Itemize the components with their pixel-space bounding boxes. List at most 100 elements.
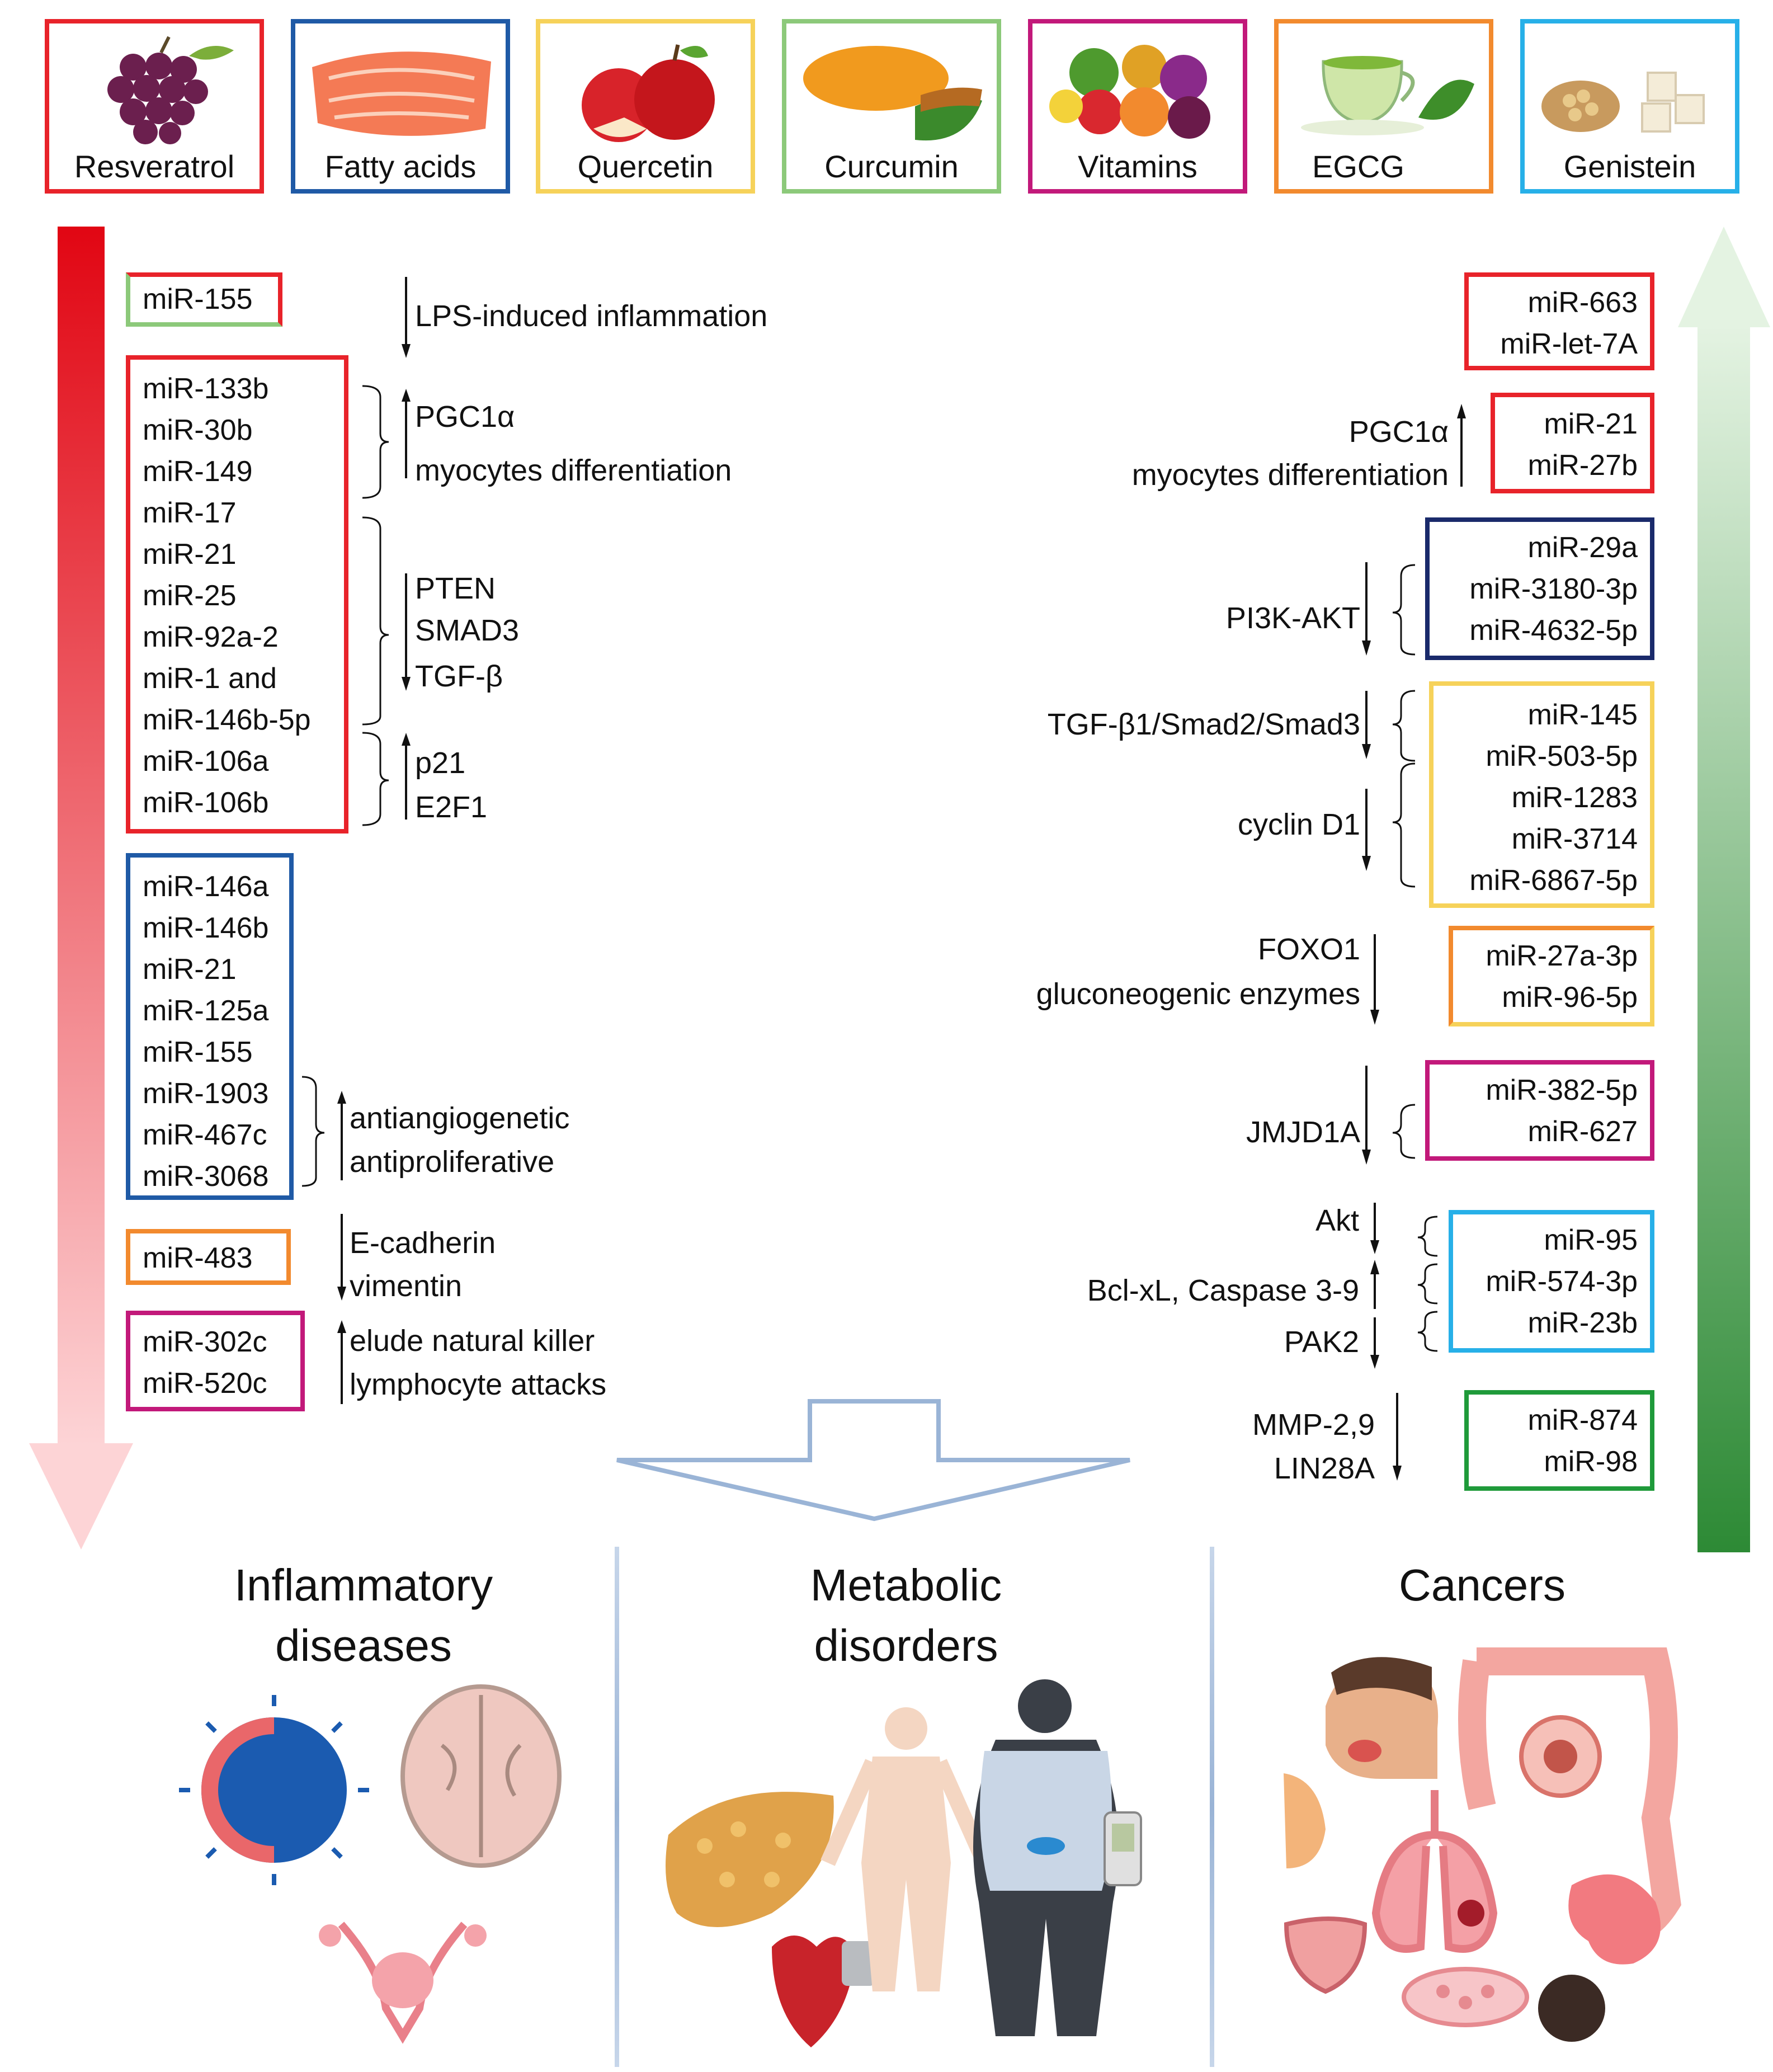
food-label: Genistein <box>1563 149 1696 184</box>
mirna-label: miR-302c <box>143 1326 267 1358</box>
mirna-label: miR-3180-3p <box>1469 573 1638 605</box>
mirna-label: miR-382-5p <box>1486 1074 1638 1106</box>
green-tea-icon <box>1301 56 1474 135</box>
food-box-resveratrol: Resveratrol <box>45 19 264 194</box>
mirna-box-fatty-acids: miR-146a miR-146b miR-21 miR-125a miR-15… <box>126 853 294 1200</box>
mirna-label: miR-627 <box>1527 1115 1638 1148</box>
effect-label: antiproliferative <box>350 1145 555 1179</box>
mirna-label: miR-155 <box>143 283 253 315</box>
mirna-label: miR-21 <box>143 953 237 986</box>
mirna-label: miR-146a <box>143 870 269 903</box>
effect-label: PGC1α <box>1348 415 1449 449</box>
effect-label: p21 <box>415 746 466 780</box>
mirna-box-resveratrol-up-1: miR-663 miR-let-7A <box>1464 272 1654 370</box>
mirna-label: miR-6867-5p <box>1469 864 1638 897</box>
effect-label: myocytes differentiation <box>1131 458 1449 492</box>
mirna-box-fatty-acids-up: miR-29a miR-3180-3p miR-4632-5p <box>1425 517 1654 660</box>
mirna-label: miR-27a-3p <box>1486 940 1638 972</box>
mirna-label: miR-let-7A <box>1500 328 1638 360</box>
disease-title-cancers: Cancers <box>1258 1555 1706 1616</box>
mirna-label: miR-3068 <box>143 1160 269 1193</box>
vegetables-icon <box>1049 45 1210 139</box>
mirna-label: miR-30b <box>143 414 253 446</box>
disease-title-metabolic: Metabolic disorders <box>682 1555 1130 1676</box>
mirna-label: miR-29a <box>1527 531 1638 564</box>
mirna-label: miR-467c <box>143 1119 267 1151</box>
separator <box>1210 1547 1214 2067</box>
grapes-icon <box>107 36 234 144</box>
disease-title-line: Metabolic <box>810 1560 1002 1610</box>
upregulation-arrow <box>1678 227 1770 1552</box>
effect-label: E-cadherin <box>350 1226 496 1260</box>
disease-title-line: Cancers <box>1399 1560 1565 1610</box>
food-label: Curcumin <box>824 149 959 184</box>
metabolic-illustrations <box>666 1679 1142 2047</box>
downregulation-arrow <box>29 227 133 1550</box>
effect-label: elude natural killer <box>350 1324 595 1358</box>
converging-arrow <box>616 1399 1130 1522</box>
effect-label: PGC1α <box>415 400 515 434</box>
mirna-label: miR-106a <box>143 745 269 778</box>
inflammatory-illustrations <box>179 1684 562 2044</box>
mirna-label: miR-520c <box>143 1367 267 1400</box>
mirna-label: miR-25 <box>143 580 237 612</box>
mirna-label: miR-106b <box>143 787 269 819</box>
mirna-label: miR-1283 <box>1511 781 1638 814</box>
turmeric-icon <box>803 46 982 141</box>
mirna-label: miR-146b <box>143 912 269 944</box>
effect-label: myocytes differentiation <box>415 454 732 487</box>
separator <box>615 1547 619 2067</box>
apple-icon <box>582 44 715 142</box>
food-box-vitamins: Vitamins <box>1028 19 1247 194</box>
food-label: Fatty acids <box>324 149 477 184</box>
effect-label: Bcl-xL, Caspase 3-9 <box>1087 1274 1359 1307</box>
disease-title-line: disorders <box>814 1621 998 1670</box>
effect-label: antiangiogenetic <box>350 1101 570 1135</box>
food-box-quercetin: Quercetin <box>536 19 755 194</box>
mirna-box-egcg-up: miR-27a-3p miR-96-5p <box>1449 926 1654 1026</box>
mirna-label: miR-145 <box>1527 699 1638 731</box>
mirna-label: miR-95 <box>1544 1224 1638 1256</box>
mirna-label: miR-23b <box>1527 1307 1638 1339</box>
food-label: EGCG <box>1312 149 1404 184</box>
mirna-label: miR-98 <box>1544 1445 1638 1478</box>
effect-label: PAK2 <box>1284 1325 1359 1359</box>
effect-label: lymphocyte attacks <box>350 1368 607 1401</box>
mirna-box-vitamins: miR-302c miR-520c <box>126 1311 305 1411</box>
effect-label: LIN28A <box>1274 1452 1375 1485</box>
mirna-label: miR-17 <box>143 497 237 529</box>
food-label: Vitamins <box>1078 149 1197 184</box>
effect-label: cyclin D1 <box>1237 808 1360 841</box>
effect-label: MMP-2,9 <box>1252 1408 1375 1442</box>
mirna-label: miR-3714 <box>1511 823 1638 855</box>
mirna-label: miR-874 <box>1527 1404 1638 1437</box>
effect-label: SMAD3 <box>415 614 520 647</box>
mirna-label: miR-483 <box>143 1242 253 1274</box>
mirna-box-vitamins-up: miR-382-5p miR-627 <box>1425 1060 1654 1161</box>
mirna-label: miR-133b <box>143 373 269 405</box>
mirna-box-resveratrol-2: miR-133b miR-30b miR-149 miR-17 miR-21 m… <box>126 355 348 833</box>
disease-title-inflammatory: Inflammatory diseases <box>140 1555 587 1676</box>
effect-label: TGF-β1/Smad2/Smad3 <box>1047 708 1360 741</box>
mirna-label: miR-574-3p <box>1486 1265 1638 1298</box>
mirna-label: miR-21 <box>143 538 237 571</box>
salmon-fillet-icon <box>312 51 491 136</box>
food-box-fatty-acids: Fatty acids <box>291 19 510 194</box>
mirna-label: miR-27b <box>1527 449 1638 482</box>
mirna-box-quercetin-up: miR-145 miR-503-5p miR-1283 miR-3714 miR… <box>1429 681 1654 908</box>
mirna-box-resveratrol-up-2: miR-21 miR-27b <box>1491 393 1654 493</box>
soybean-tofu-icon <box>1541 72 1705 133</box>
effect-label: FOXO1 <box>1257 933 1360 966</box>
mirna-label: miR-663 <box>1527 286 1638 319</box>
mirna-label: miR-21 <box>1544 408 1638 440</box>
mirna-label: miR-4632-5p <box>1469 614 1638 647</box>
mirna-label: miR-1 and <box>143 662 277 695</box>
disease-title-line: diseases <box>275 1621 452 1670</box>
food-label: Quercetin <box>577 149 714 184</box>
mirna-label: miR-155 <box>143 1036 253 1068</box>
mirna-label: miR-92a-2 <box>143 621 279 653</box>
effect-label: TGF-β <box>415 660 503 693</box>
effect-label: LPS-induced inflammation <box>415 299 768 333</box>
